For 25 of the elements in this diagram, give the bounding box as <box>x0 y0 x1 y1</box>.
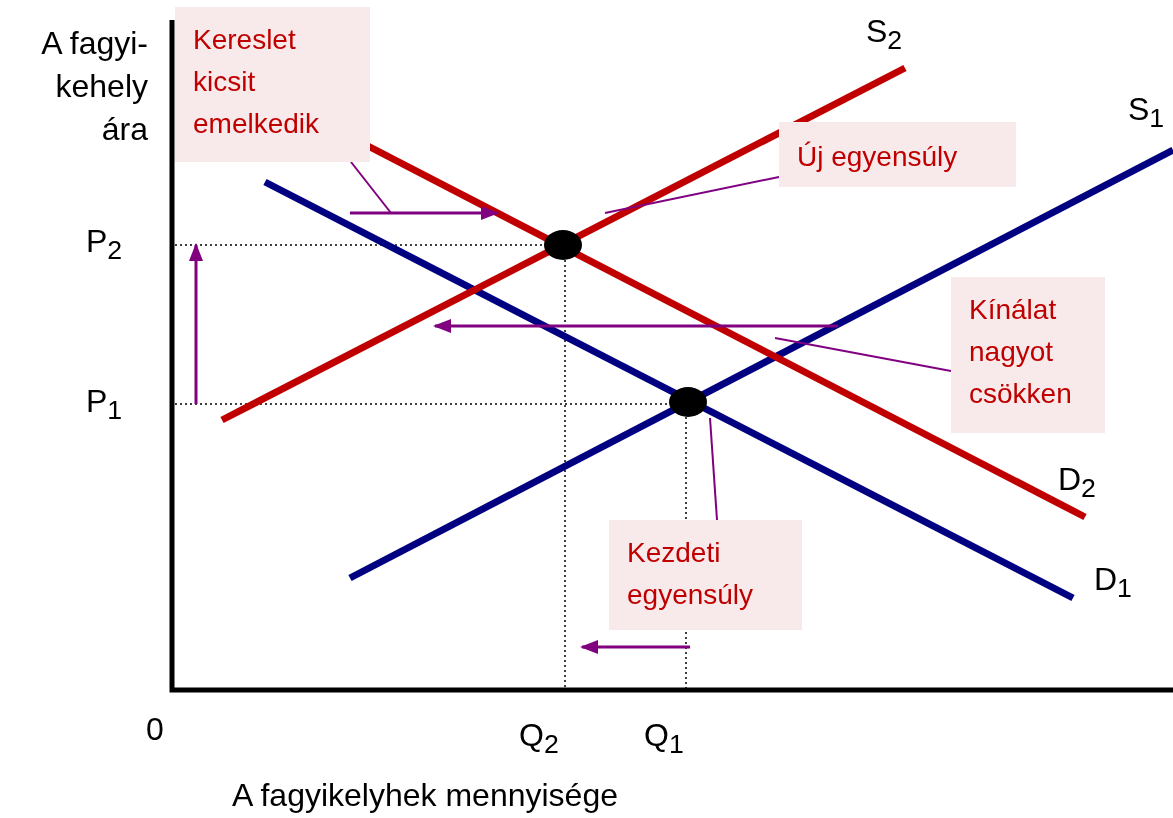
leader-line <box>709 417 718 521</box>
callout-box <box>175 7 370 162</box>
curve-label: D$_{1}$ <box>1094 562 1132 604</box>
axis-tick-label: P$_{2}$ <box>86 224 123 266</box>
axis-title: A fagyi- kehely ára <box>40 24 148 150</box>
axis-tick-label: Q$_{1}$ <box>644 718 684 760</box>
callout-box <box>609 520 802 630</box>
axis-tick-label: P$_{1}$ <box>86 384 123 426</box>
callout-text: Kínálat nagyot csökken <box>969 293 1073 411</box>
axis-tick-label: 0 <box>146 712 164 748</box>
equilibrium-point <box>669 387 707 417</box>
axis-title: A fagyikelyhek mennyisége <box>232 778 618 814</box>
equilibrium-point <box>544 230 582 260</box>
callout-text: Új egyensúly <box>797 140 959 174</box>
curve-label: S$_{2}$ <box>866 14 903 56</box>
axis-tick-label: Q$_{2}$ <box>519 718 559 760</box>
callout-box <box>779 122 1016 187</box>
callout-text: Kezdeti egyensúly <box>627 536 755 612</box>
callout-text: Kereslet kicsit emelkedik <box>193 23 321 141</box>
leader-line <box>604 176 780 214</box>
leader-line <box>350 161 392 214</box>
leader-line <box>774 337 952 372</box>
callout-box <box>951 277 1105 433</box>
curve-label: D$_{2}$ <box>1058 462 1096 504</box>
curve-label: S$_{1}$ <box>1128 92 1165 134</box>
